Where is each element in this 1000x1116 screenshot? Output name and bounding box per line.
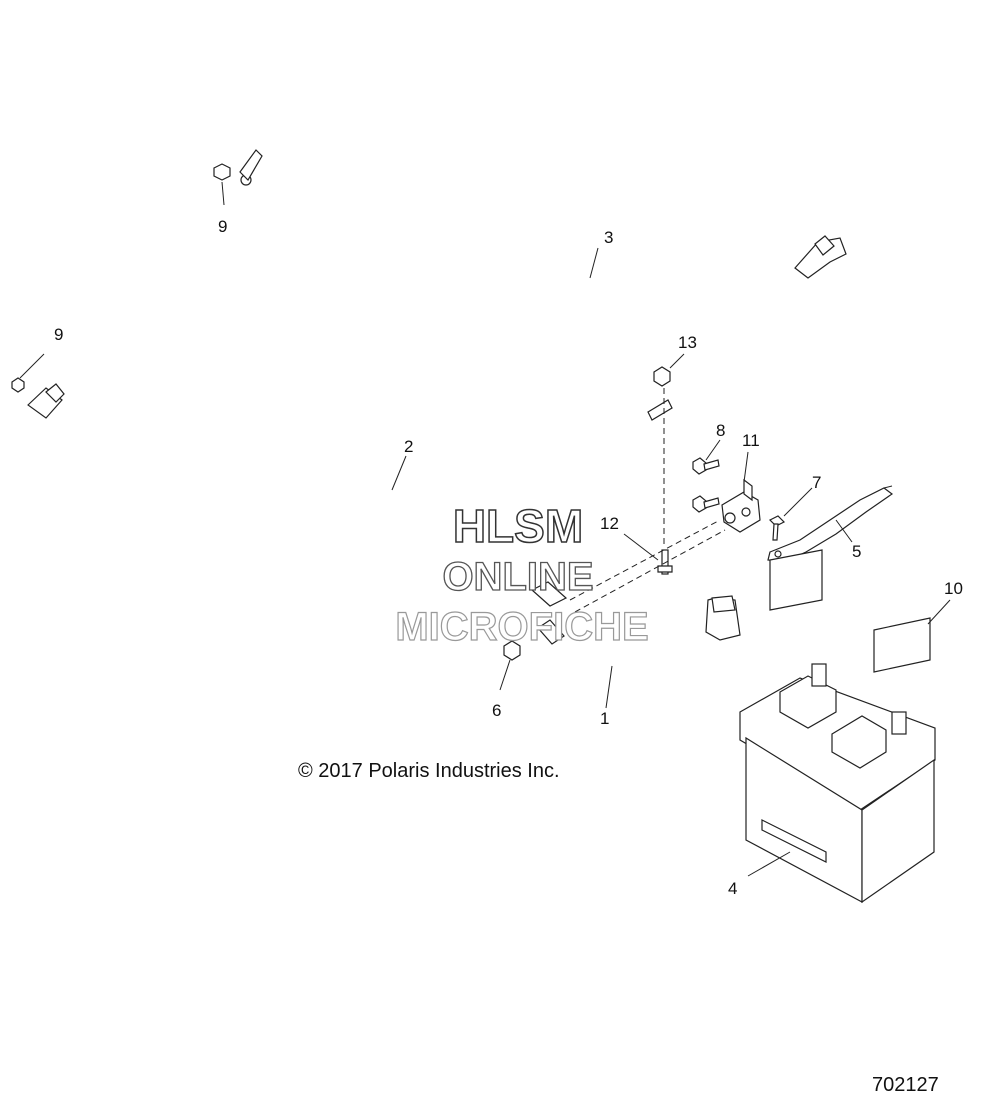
nut-9-left xyxy=(11,377,25,393)
cable-3 xyxy=(246,73,802,432)
screw-7 xyxy=(768,515,786,541)
stud-12 xyxy=(657,549,673,575)
figure-number: 702127 xyxy=(872,1074,939,1096)
nut-6 xyxy=(503,640,521,661)
strap-5 xyxy=(767,485,894,563)
callout-9-top: 9 xyxy=(218,217,227,236)
nut-13 xyxy=(653,366,671,387)
callout-12: 12 xyxy=(600,514,619,533)
assembly-line-b xyxy=(574,529,726,613)
callout-5: 5 xyxy=(852,542,861,561)
copyright-notice: © 2017 Polaris Industries Inc. xyxy=(298,760,560,782)
leader-lines xyxy=(19,181,951,877)
callout-6: 6 xyxy=(492,701,501,720)
callout-3: 3 xyxy=(604,228,613,247)
battery-4 xyxy=(739,663,936,904)
callout-2: 2 xyxy=(404,437,413,456)
callout-11: 11 xyxy=(742,431,760,450)
callout-10: 10 xyxy=(944,579,963,598)
cable-1-terminal xyxy=(537,619,565,645)
callout-13: 13 xyxy=(678,333,697,352)
watermark-line2: ONLINE xyxy=(442,555,593,599)
callout-9-left: 9 xyxy=(54,325,63,344)
solenoid-11 xyxy=(721,478,761,533)
bolt-8 xyxy=(692,457,720,513)
callout-7: 7 xyxy=(812,473,821,492)
pad-upper xyxy=(769,549,823,611)
pad-10 xyxy=(873,617,931,673)
callout-8: 8 xyxy=(716,421,725,440)
cable-2-boot-terminal xyxy=(27,383,65,419)
nut-9-top xyxy=(213,163,231,181)
assembly-line-a xyxy=(569,519,721,601)
cable-1-boot xyxy=(705,595,741,641)
cable-1 xyxy=(483,617,717,667)
callout-1: 1 xyxy=(600,709,609,728)
watermark-line3: MICROFICHE xyxy=(395,605,648,649)
cable-3-ring-terminal xyxy=(239,149,263,186)
cable-2-end-terminal xyxy=(530,581,568,607)
watermark: HLSM ONLINE MICROFICHE xyxy=(395,499,650,649)
cable-2 xyxy=(51,293,541,592)
cable-3-clip xyxy=(647,399,673,421)
cable-3-clamp-terminal xyxy=(794,235,847,279)
watermark-line1: HLSM xyxy=(453,500,583,552)
callout-4: 4 xyxy=(728,879,737,898)
